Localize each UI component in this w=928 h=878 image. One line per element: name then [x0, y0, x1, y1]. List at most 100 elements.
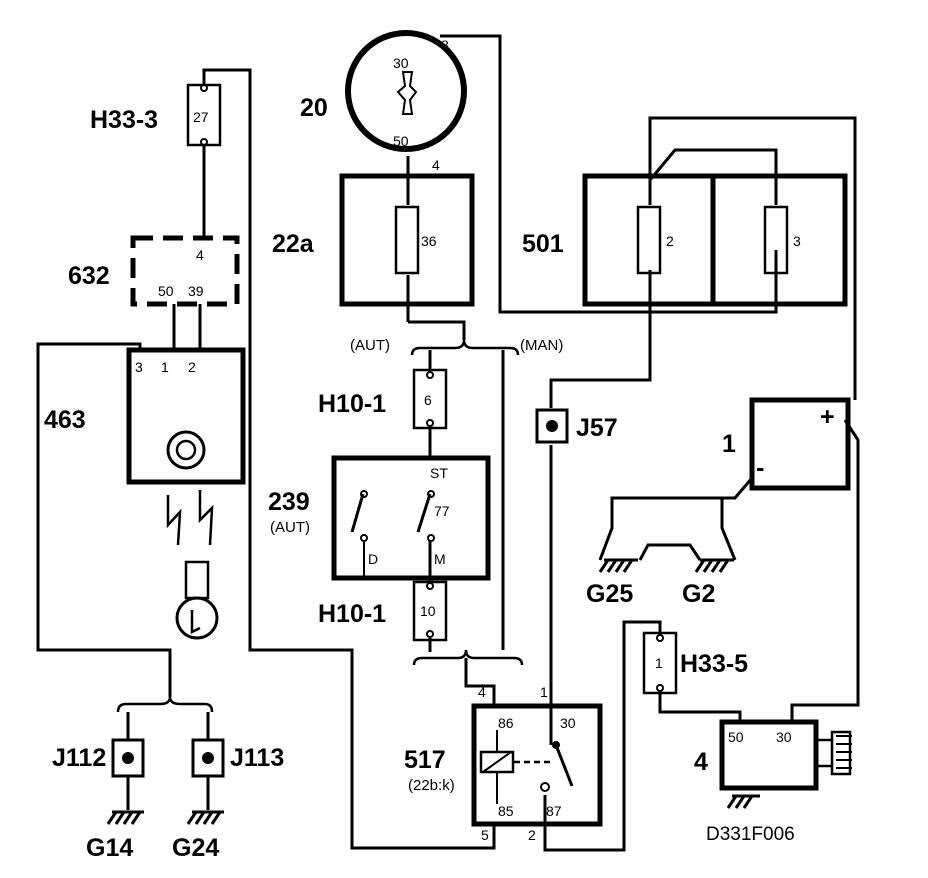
pin	[427, 534, 435, 542]
wire	[543, 620, 662, 852]
connector-h10-1-top	[412, 368, 448, 430]
pin-label: 50	[393, 133, 409, 149]
wire-label: 1	[540, 684, 548, 700]
switch-contact	[350, 493, 365, 533]
pin-label: 30	[560, 715, 576, 731]
label-20: 20	[300, 94, 328, 122]
wire-label: 4	[478, 684, 486, 700]
label-463: 463	[44, 406, 86, 434]
label-battery: 1	[722, 430, 736, 458]
lens-icon	[166, 430, 206, 470]
pin-label: 27	[193, 109, 209, 125]
ground-icon	[726, 794, 760, 809]
pin-label: 30	[393, 55, 409, 71]
variant-bracket	[410, 339, 520, 356]
pin-label: 3	[135, 359, 143, 375]
fuse-box-22a	[339, 173, 475, 307]
key-slot-icon	[396, 71, 418, 115]
pin	[426, 419, 434, 427]
junction-j57	[535, 408, 569, 444]
label-j57: J57	[576, 414, 618, 442]
pin	[540, 782, 550, 792]
label-239-variant: (AUT)	[270, 519, 310, 536]
label-632: 632	[68, 262, 110, 290]
label-j112: J112	[52, 744, 106, 772]
ignition-switch	[345, 30, 467, 152]
battery-minus: -	[756, 454, 764, 482]
pin-label: 87	[546, 803, 562, 819]
label-aut: (AUT)	[350, 337, 390, 354]
pin-label: 77	[434, 503, 450, 519]
wire	[440, 34, 778, 314]
wire	[658, 690, 742, 722]
pin-label: 36	[421, 233, 437, 249]
pin-label: 4	[196, 247, 204, 263]
pin-label: 6	[424, 392, 432, 408]
wire	[202, 68, 496, 850]
wire	[464, 658, 496, 706]
pin	[200, 84, 208, 92]
pin	[426, 630, 434, 638]
pin-label: ST	[430, 465, 448, 481]
wire	[720, 498, 737, 561]
pin-label: 8	[441, 37, 449, 53]
relay-contact	[554, 744, 574, 787]
label-517: 517	[404, 746, 446, 774]
label-22a: 22a	[272, 230, 315, 258]
pin-label: 39	[188, 283, 204, 299]
relay-517	[471, 703, 603, 827]
junction-j113	[191, 738, 225, 778]
junction-j112	[111, 738, 145, 778]
wire	[790, 419, 860, 722]
signal-icon	[166, 495, 182, 546]
fuse-2	[636, 205, 662, 275]
wire-label: 2	[528, 827, 536, 843]
pin-label: 85	[498, 803, 514, 819]
ground-icon	[186, 810, 224, 825]
starter-motor-4	[719, 719, 819, 791]
pin	[200, 138, 208, 146]
wire-bundle	[116, 696, 214, 713]
pin	[426, 371, 434, 379]
ground-icon	[598, 558, 638, 573]
wire	[648, 116, 857, 400]
junction-dot	[122, 752, 134, 764]
key-fob-icon	[184, 560, 210, 600]
wire	[408, 320, 466, 340]
module-463	[126, 347, 246, 485]
wire	[638, 543, 702, 561]
label-239: 239	[268, 488, 310, 516]
fuse-3	[763, 205, 789, 275]
connector-h33-5	[642, 631, 678, 695]
fuse-36	[394, 205, 420, 275]
pin	[656, 634, 664, 642]
label-h10-1-top: H10-1	[318, 390, 386, 418]
pin-label: 10	[420, 603, 436, 619]
pin-label: 2	[666, 233, 674, 249]
label-g2: G2	[682, 580, 715, 608]
lens-inner	[175, 439, 197, 461]
pin	[656, 684, 664, 692]
junction-dot	[552, 741, 560, 749]
switch-contact	[416, 493, 432, 533]
label-g24: G24	[172, 834, 219, 862]
pin-label: 4	[432, 157, 440, 173]
thermometer-icon	[190, 610, 201, 635]
pin	[426, 582, 434, 590]
pin-label: D	[368, 551, 378, 567]
battery-1	[749, 397, 851, 491]
label-man: (MAN)	[520, 337, 563, 354]
wire	[598, 477, 754, 561]
pin-label: 30	[776, 729, 792, 745]
wire	[36, 342, 172, 697]
junction-dot	[202, 752, 214, 764]
label-501: 501	[522, 230, 564, 258]
wire-label: 5	[481, 827, 489, 843]
label-517-sub: (22b:k)	[408, 777, 455, 794]
wire	[549, 270, 652, 408]
pin	[360, 490, 368, 498]
junction-dot	[546, 420, 558, 432]
pin-label: 86	[498, 715, 514, 731]
pin-label: 50	[728, 729, 744, 745]
ground-icon	[106, 810, 144, 825]
